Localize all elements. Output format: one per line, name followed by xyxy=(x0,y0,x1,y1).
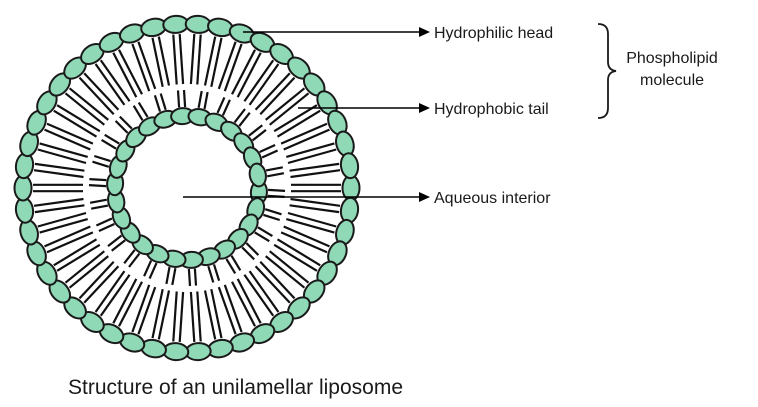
inner-tail xyxy=(90,200,107,203)
outer-tail xyxy=(288,213,336,227)
inner-tail xyxy=(267,173,284,176)
outer-tail xyxy=(197,35,200,85)
outer-tail xyxy=(173,35,176,85)
inner-tail xyxy=(260,145,276,152)
inner-tail xyxy=(189,269,190,286)
outer-tail xyxy=(291,199,341,206)
inner-tail xyxy=(223,100,230,116)
inner-tail xyxy=(144,261,151,277)
inner-tail xyxy=(89,179,106,180)
outer-tail xyxy=(180,292,183,342)
inner-tail xyxy=(99,224,115,231)
hydrophilic-head-pointer xyxy=(243,27,430,37)
phospholipid-molecule-label-line1: Phospholipid xyxy=(626,50,718,67)
inner-tail xyxy=(91,206,108,209)
inner-tail xyxy=(265,209,281,214)
inner-tail xyxy=(205,92,208,109)
inner-tail xyxy=(155,95,160,111)
aqueous-interior-label: Aqueous interior xyxy=(434,190,551,207)
inner-tail xyxy=(264,215,280,220)
inner-tail xyxy=(96,219,112,226)
inner-tail xyxy=(166,267,169,284)
outer-tail xyxy=(35,205,85,212)
inner-tail xyxy=(184,90,185,107)
inner-head xyxy=(248,162,268,188)
hydrophilic-heads-layer xyxy=(14,15,359,361)
hydrophilic-head-label: Hydrophilic head xyxy=(434,25,553,42)
inner-tail xyxy=(268,190,285,191)
outer-head xyxy=(15,176,32,201)
phospholipid-brace xyxy=(598,24,616,118)
outer-tail xyxy=(191,34,194,84)
inner-tail xyxy=(214,264,219,280)
inner-tail xyxy=(208,266,213,282)
outer-tail xyxy=(288,150,336,164)
outer-tail xyxy=(173,292,176,342)
outer-tail xyxy=(290,164,340,171)
outer-tail xyxy=(291,170,341,177)
diagram-caption: Structure of an unilamellar liposome xyxy=(68,376,403,399)
outer-tail xyxy=(197,292,200,342)
outer-tail xyxy=(191,292,194,342)
inner-tail xyxy=(89,185,106,186)
outer-tail xyxy=(290,205,340,212)
outer-head xyxy=(339,152,359,179)
inner-tail xyxy=(93,162,109,167)
outer-tail xyxy=(38,150,86,164)
hydrophobic-tail-label: Hydrophobic tail xyxy=(434,101,549,118)
liposome-structure xyxy=(14,15,359,361)
inner-tail xyxy=(195,269,196,286)
outer-tail xyxy=(38,213,86,227)
phospholipid-molecule-label-line2: molecule xyxy=(640,72,704,89)
inner-tail xyxy=(262,151,278,158)
inner-tail xyxy=(266,167,283,170)
inner-tail xyxy=(199,91,202,108)
inner-tail xyxy=(218,97,225,113)
hydrophobic-tails-layer xyxy=(33,34,341,342)
outer-tail xyxy=(35,164,85,171)
outer-tail xyxy=(34,170,84,177)
inner-tail xyxy=(178,90,179,107)
inner-tail xyxy=(172,268,175,285)
outer-tail xyxy=(180,34,183,84)
outer-tail xyxy=(34,199,84,206)
inner-tail xyxy=(94,156,110,161)
inner-tail xyxy=(150,263,157,279)
inner-tail xyxy=(161,94,166,110)
